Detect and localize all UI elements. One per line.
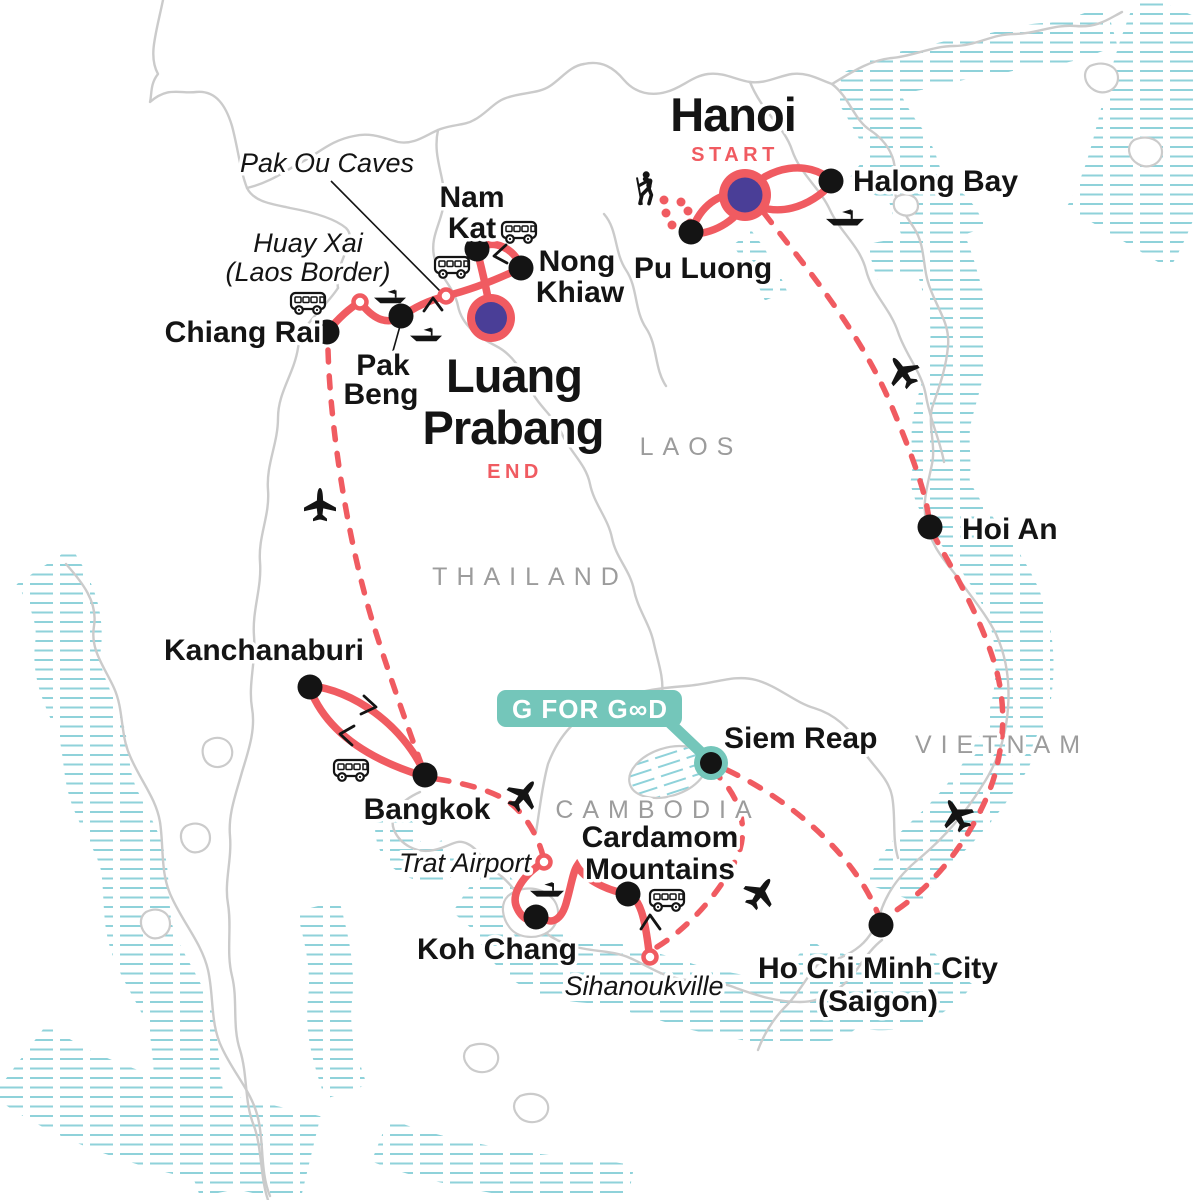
- direction-arrows: [338, 243, 662, 931]
- label-pu-luong: Pu Luong: [634, 252, 772, 285]
- marker-hcmc: [868, 912, 894, 938]
- marker-cardamom: [615, 881, 641, 907]
- marker-layer: [297, 168, 943, 966]
- label-hoi-an: Hoi An: [962, 513, 1058, 546]
- label-nam-kat-1: Nam: [439, 181, 504, 214]
- label-vietnam: VIETNAM: [915, 731, 1089, 759]
- marker-luang-prabang: [475, 302, 507, 334]
- label-huay-xai-2: (Laos Border): [225, 257, 390, 287]
- label-cambodia: CAMBODIA: [555, 796, 760, 824]
- marker-trat-airport: [535, 853, 553, 871]
- leader-pak-ou-caves: [330, 180, 441, 292]
- marker-huay-xai: [351, 293, 369, 311]
- label-g-for-good: G FOR G∞D: [512, 694, 668, 724]
- label-laos: LAOS: [640, 433, 743, 461]
- label-pak-beng-2: Beng: [344, 378, 419, 411]
- label-nong-khiaw-1: Nong: [539, 245, 616, 278]
- label-layer: Hanoi START Halong Bay Pu Luong Nam Kat …: [160, 85, 1089, 1022]
- sea-top-right: [1065, 0, 1200, 269]
- marker-pu-luong: [678, 219, 704, 245]
- label-chiang-rai: Chiang Rai: [165, 316, 322, 349]
- label-start: START: [691, 144, 779, 166]
- label-luang-prabang-1: Luang: [446, 349, 582, 402]
- marker-nong-khiaw: [508, 255, 534, 281]
- border-layer: [64, 0, 1164, 1200]
- sea-bangkok-bight: [375, 794, 463, 882]
- badge-box: [497, 690, 682, 727]
- label-thailand: THAILAND: [432, 563, 628, 591]
- label-hcmc-2: (Saigon): [818, 985, 938, 1018]
- label-huay-xai-1: Huay Xai: [253, 228, 364, 258]
- label-sihanoukville: Sihanoukville: [564, 971, 723, 1001]
- arrow-sihanoukville: [639, 913, 662, 931]
- label-trat-airport: Trat Airport: [399, 848, 533, 878]
- route-kanchanaburi-bangkok-upper: [307, 682, 428, 776]
- marker-hoi-an: [917, 514, 943, 540]
- label-koh-chang: Koh Chang: [417, 933, 577, 966]
- marker-pak-ou-caves: [437, 287, 455, 305]
- arrow-namkat: [492, 243, 509, 265]
- marker-siem-reap: [700, 752, 722, 774]
- label-end: END: [487, 461, 543, 483]
- marker-nam-kat: [464, 236, 490, 262]
- marker-chiang-rai: [314, 319, 340, 345]
- marker-sihanoukville: [641, 948, 659, 966]
- marker-kanchanaburi: [297, 674, 323, 700]
- marker-koh-chang: [523, 904, 549, 930]
- arrow-kanchanaburi-out: [359, 694, 378, 716]
- marker-bangkok: [412, 762, 438, 788]
- leader-pak-beng: [392, 325, 401, 352]
- sea-mekong-delta: [771, 939, 974, 1031]
- label-hcmc-1: Ho Chi Minh City: [758, 952, 998, 985]
- leader-lines: [330, 180, 441, 352]
- route-hoian-hcmc: [881, 529, 1006, 921]
- label-nong-khiaw-2: Khiaw: [536, 276, 625, 309]
- label-kanchanaburi: Kanchanaburi: [164, 634, 364, 667]
- label-hanoi: Hanoi: [670, 88, 796, 141]
- marker-pak-beng: [388, 303, 414, 329]
- trek-dots: [659, 195, 695, 230]
- sea-bottom-left: [0, 1023, 321, 1200]
- label-nam-kat-2: Kat: [448, 212, 496, 245]
- route-kanchanaburi-bangkok-lower: [306, 685, 427, 780]
- label-cardamom-2: Mountains: [585, 853, 735, 886]
- sea-halong-1: [849, 146, 985, 242]
- marker-halong-bay: [818, 168, 844, 194]
- red-river: [732, 230, 788, 301]
- route-sihanoukville-siemreap: [654, 771, 746, 950]
- route-chiangrai-bangkok: [325, 347, 425, 769]
- route-hanoi-hoian: [761, 210, 932, 525]
- sea-halong-2: [866, 239, 981, 320]
- label-cardamom-1: Cardamom: [582, 821, 739, 854]
- label-bangkok: Bangkok: [364, 793, 491, 826]
- label-luang-prabang-2: Prabang: [422, 401, 603, 454]
- sea-china-coast: [837, 5, 1118, 113]
- arrow-kanchanaburi-back: [338, 724, 356, 747]
- label-pak-beng-1: Pak: [356, 349, 410, 382]
- arrow-pakou: [422, 296, 444, 313]
- label-siem-reap: Siem Reap: [724, 722, 877, 755]
- label-halong-bay: Halong Bay: [853, 165, 1018, 198]
- marker-hanoi: [727, 177, 763, 213]
- sea-gulf-south: [371, 1118, 635, 1200]
- label-pak-ou-caves: Pak Ou Caves: [240, 148, 414, 178]
- sea-peninsula: [296, 900, 367, 1099]
